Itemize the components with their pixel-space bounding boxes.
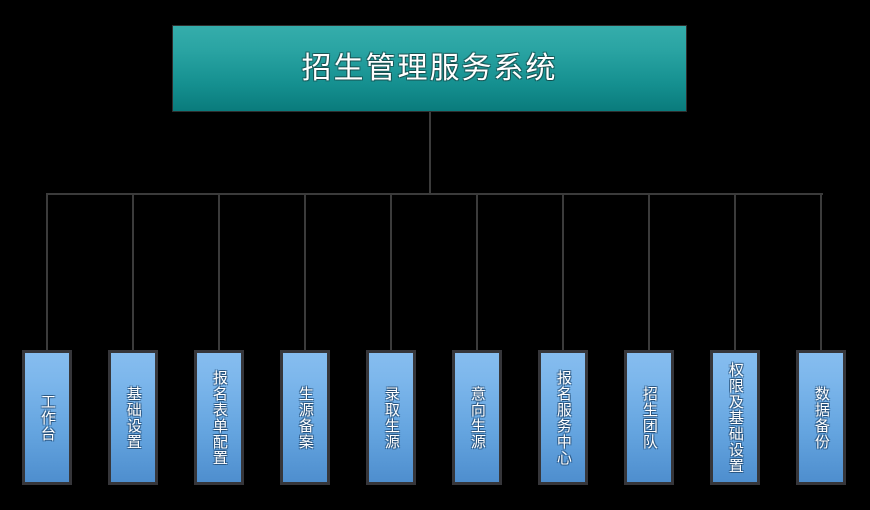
connector-trunk-vertical bbox=[429, 112, 431, 195]
leaf-node-7[interactable]: 报名服务中心 bbox=[538, 350, 588, 485]
leaf-node-label: 报名服务中心 bbox=[554, 369, 573, 466]
leaf-node-label: 数据备份 bbox=[812, 385, 831, 450]
connector-drop-1 bbox=[46, 193, 48, 350]
connector-drop-3 bbox=[218, 193, 220, 350]
connector-drop-10 bbox=[820, 193, 822, 350]
leaf-node-label: 生源备案 bbox=[296, 385, 315, 450]
connector-drop-8 bbox=[648, 193, 650, 350]
leaf-node-label: 招生团队 bbox=[640, 385, 659, 450]
leaf-node-10[interactable]: 数据备份 bbox=[796, 350, 846, 485]
connector-drop-5 bbox=[390, 193, 392, 350]
leaf-node-9[interactable]: 权限及基础设置 bbox=[710, 350, 760, 485]
connector-drop-6 bbox=[476, 193, 478, 350]
leaf-node-2[interactable]: 基础设置 bbox=[108, 350, 158, 485]
connector-drop-9 bbox=[734, 193, 736, 350]
leaf-node-label: 工作台 bbox=[38, 393, 57, 442]
leaf-node-label: 权限及基础设置 bbox=[726, 361, 745, 474]
leaf-node-6[interactable]: 意向生源 bbox=[452, 350, 502, 485]
leaf-node-5[interactable]: 录取生源 bbox=[366, 350, 416, 485]
leaf-node-1[interactable]: 工作台 bbox=[22, 350, 72, 485]
root-node-label: 招生管理服务系统 bbox=[301, 50, 558, 86]
leaf-node-8[interactable]: 招生团队 bbox=[624, 350, 674, 485]
leaf-node-label: 报名表单配置 bbox=[210, 369, 229, 466]
leaf-node-label: 意向生源 bbox=[468, 385, 487, 450]
leaf-node-label: 基础设置 bbox=[124, 385, 143, 450]
leaf-node-3[interactable]: 报名表单配置 bbox=[194, 350, 244, 485]
leaf-node-4[interactable]: 生源备案 bbox=[280, 350, 330, 485]
connector-horizontal-bus bbox=[46, 193, 823, 195]
connector-drop-7 bbox=[562, 193, 564, 350]
connector-drop-4 bbox=[304, 193, 306, 350]
root-node-admissions-system[interactable]: 招生管理服务系统 bbox=[172, 25, 687, 112]
leaf-node-label: 录取生源 bbox=[382, 385, 401, 450]
connector-drop-2 bbox=[132, 193, 134, 350]
